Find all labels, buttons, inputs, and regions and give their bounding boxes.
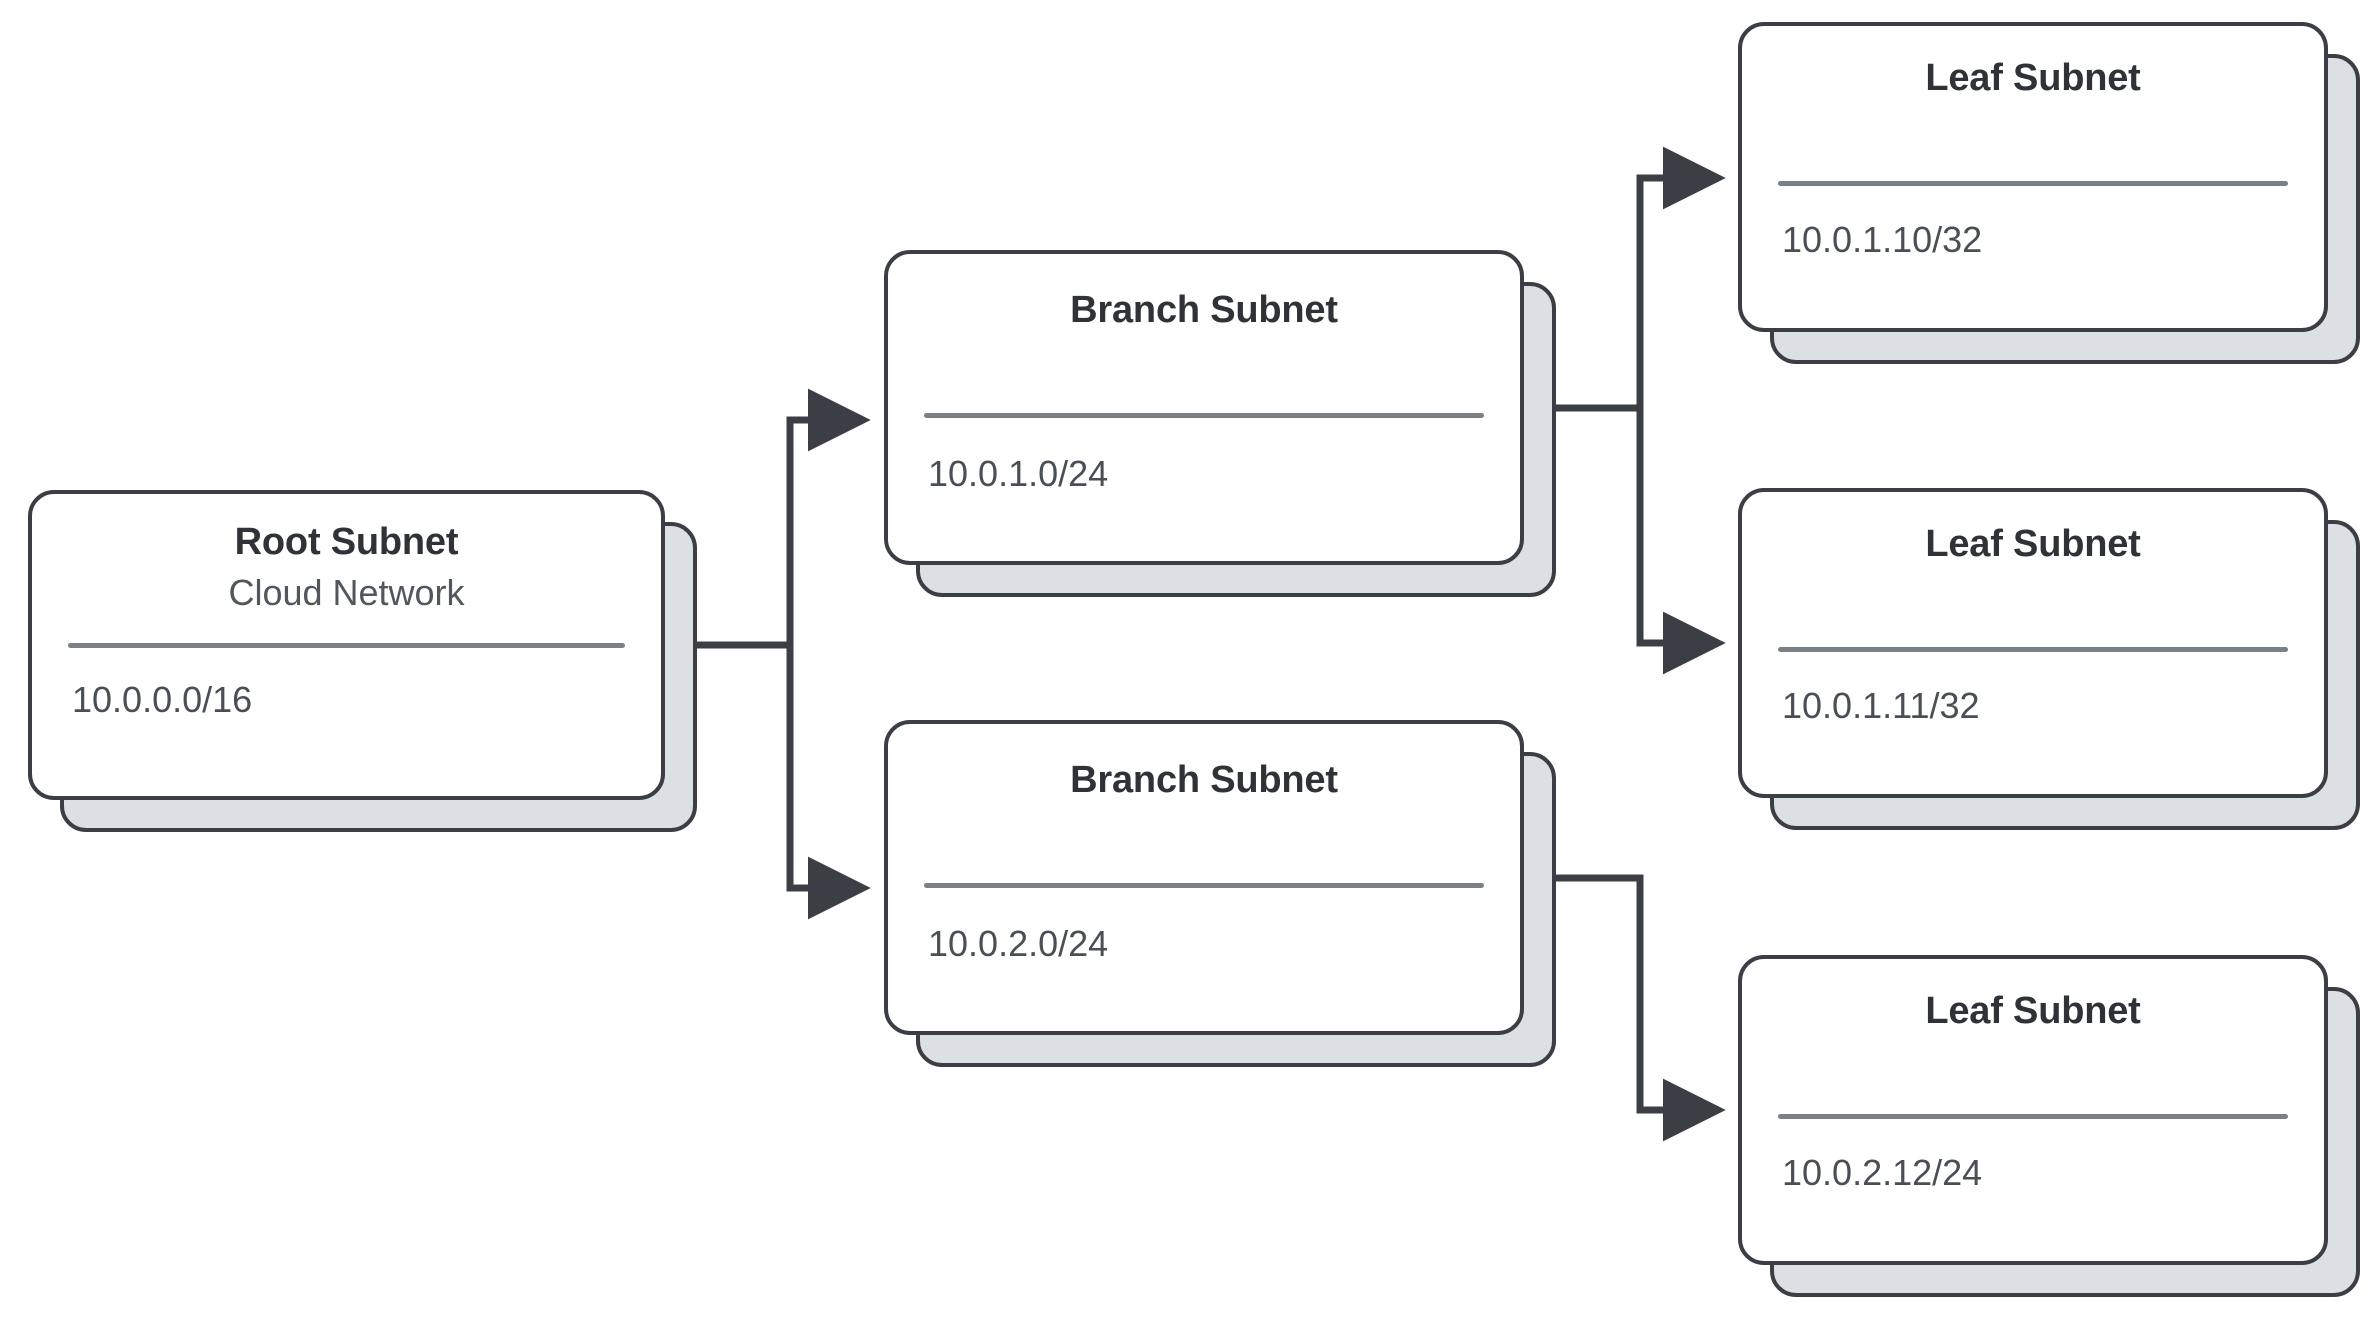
branch-subnet-2-cidr: 10.0.2.0/24: [928, 922, 1109, 964]
leaf-subnet-3-title: Leaf Subnet: [1925, 990, 2141, 1032]
edge-branch1-to-leaves: [1556, 146, 1726, 675]
card-header: Branch Subnet: [888, 724, 1520, 803]
card-root-subnet[interactable]: Root Subnet Cloud Network 10.0.0.0/16: [28, 490, 665, 800]
edge-root-to-branches: [697, 388, 871, 920]
card-leaf-subnet-3[interactable]: Leaf Subnet 10.0.2.12/24: [1738, 955, 2328, 1265]
node-leaf-subnet-3[interactable]: Leaf Subnet 10.0.2.12/24: [1738, 955, 2360, 1297]
leaf-subnet-2-title: Leaf Subnet: [1925, 523, 2141, 565]
branch-subnet-1-title: Branch Subnet: [1070, 289, 1338, 331]
card-divider: [1778, 1113, 2288, 1119]
card-leaf-subnet-1[interactable]: Leaf Subnet 10.0.1.10/32: [1738, 22, 2328, 332]
card-divider: [924, 412, 1484, 418]
leaf-subnet-3-cidr: 10.0.2.12/24: [1782, 1151, 1983, 1193]
node-root-subnet[interactable]: Root Subnet Cloud Network 10.0.0.0/16: [28, 490, 697, 832]
node-leaf-subnet-1[interactable]: Leaf Subnet 10.0.1.10/32: [1738, 22, 2360, 364]
root-subnet-cidr: 10.0.0.0/16: [72, 678, 253, 720]
branch-subnet-1-cidr: 10.0.1.0/24: [928, 452, 1109, 494]
root-subnet-subtitle: Cloud Network: [228, 571, 465, 613]
card-branch-subnet-2[interactable]: Branch Subnet 10.0.2.0/24: [884, 720, 1524, 1035]
leaf-subnet-1-cidr: 10.0.1.10/32: [1782, 218, 1983, 260]
branch-subnet-2-title: Branch Subnet: [1070, 759, 1338, 801]
edge-branch2-to-leaf3: [1530, 874, 1726, 1142]
card-branch-subnet-1[interactable]: Branch Subnet 10.0.1.0/24: [884, 250, 1524, 565]
card-divider: [68, 642, 625, 648]
card-divider: [924, 882, 1484, 888]
card-header: Branch Subnet: [888, 254, 1520, 333]
card-divider: [1778, 646, 2288, 652]
card-header: Leaf Subnet: [1742, 959, 2324, 1034]
card-header: Leaf Subnet: [1742, 492, 2324, 567]
card-divider: [1778, 180, 2288, 186]
node-leaf-subnet-2[interactable]: Leaf Subnet 10.0.1.11/32: [1738, 488, 2360, 830]
card-header: Root Subnet Cloud Network: [32, 494, 661, 615]
card-leaf-subnet-2[interactable]: Leaf Subnet 10.0.1.11/32: [1738, 488, 2328, 798]
node-branch-subnet-2[interactable]: Branch Subnet 10.0.2.0/24: [884, 720, 1556, 1067]
root-subnet-title: Root Subnet: [234, 521, 459, 563]
leaf-subnet-1-title: Leaf Subnet: [1925, 57, 2141, 99]
leaf-subnet-2-cidr: 10.0.1.11/32: [1782, 684, 1980, 726]
card-header: Leaf Subnet: [1742, 26, 2324, 101]
node-branch-subnet-1[interactable]: Branch Subnet 10.0.1.0/24: [884, 250, 1556, 597]
